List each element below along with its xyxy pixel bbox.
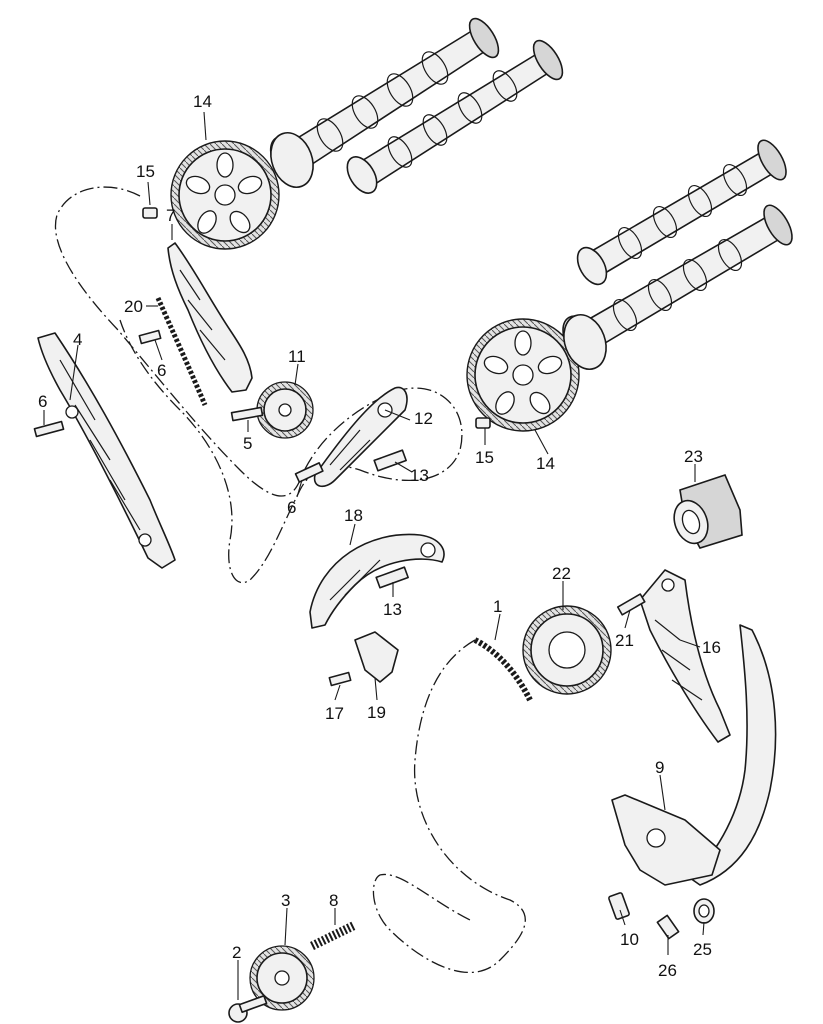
gear-23 [673, 474, 743, 549]
bolt-5 [230, 406, 264, 422]
callout-14-upper: 14 [193, 92, 212, 111]
camshaft-flange-lower [563, 314, 607, 370]
callout-12: 12 [414, 409, 433, 428]
callout-13-upper: 13 [410, 466, 429, 485]
callout-22: 22 [552, 564, 571, 583]
guide-rail-upper [167, 242, 253, 393]
leader-lines [43, 111, 705, 1000]
bolt-17 [328, 671, 352, 687]
callout-labels: 14 15 7 20 6 4 6 11 5 12 13 6 15 14 23 1… [38, 92, 721, 980]
callout-26: 26 [658, 961, 677, 980]
callout-14-lower: 14 [536, 454, 555, 473]
callout-6-left: 6 [38, 392, 47, 411]
callout-5: 5 [243, 434, 252, 453]
callout-17: 17 [325, 704, 344, 723]
callout-1: 1 [493, 597, 502, 616]
chain-tensioner-9 [611, 794, 721, 886]
callout-7: 7 [166, 206, 175, 225]
callout-2: 2 [232, 943, 241, 962]
callout-8: 8 [329, 891, 338, 910]
camshaft-sprocket-upper [170, 140, 280, 250]
chain-segment-1 [473, 637, 533, 702]
lower-chain-path [372, 639, 526, 973]
bolt-2 [228, 994, 268, 1023]
intermediate-sprocket-11 [256, 381, 314, 439]
callout-19: 19 [367, 703, 386, 722]
oil-pump-sprocket-3 [249, 945, 315, 1011]
callout-16: 16 [702, 638, 721, 657]
camshaft-upper-2 [346, 39, 564, 194]
bolt-15-lower [475, 417, 491, 429]
bolt-21 [616, 593, 646, 616]
camshaft-lower-1 [576, 139, 787, 286]
spring-8 [310, 920, 357, 951]
chain-guide-18 [309, 533, 445, 629]
camshaft-flange-upper [270, 132, 314, 188]
bolt-6-center [294, 462, 324, 483]
callout-25: 25 [693, 940, 712, 959]
callout-11: 11 [288, 347, 306, 366]
pin-13-upper [373, 449, 407, 472]
callout-18: 18 [344, 506, 363, 525]
guide-part-19 [354, 631, 399, 683]
callout-15-lower: 15 [475, 448, 494, 467]
callout-3: 3 [281, 891, 290, 910]
callout-13-lower: 13 [383, 600, 402, 619]
chain-segment-20 [155, 296, 208, 406]
camshaft-sprocket-lower [466, 318, 580, 432]
bolt-6-left [33, 420, 65, 438]
callout-20: 20 [124, 297, 143, 316]
guide-rail-16 [639, 569, 731, 743]
crankshaft-sprocket-22 [522, 605, 612, 695]
bolt-15-upper [142, 207, 158, 219]
bolt-10 [608, 892, 630, 920]
pin-13-lower [375, 566, 409, 589]
callout-10: 10 [620, 930, 639, 949]
tensioner-rail-left [37, 332, 176, 569]
bolt-6-upper [138, 329, 162, 345]
callout-6-upper: 6 [157, 361, 166, 380]
chain-tensioner-12 [313, 386, 408, 488]
callout-21: 21 [615, 631, 634, 650]
callout-4: 4 [73, 330, 82, 349]
callout-23: 23 [684, 447, 703, 466]
callout-6-center: 6 [287, 498, 296, 517]
tensioner-rail-right [689, 624, 777, 886]
callout-15-upper: 15 [136, 162, 155, 181]
callout-9: 9 [655, 758, 664, 777]
upper-chain-path [54, 186, 463, 584]
sleeve-25 [693, 898, 715, 924]
bolt-26 [656, 914, 680, 940]
